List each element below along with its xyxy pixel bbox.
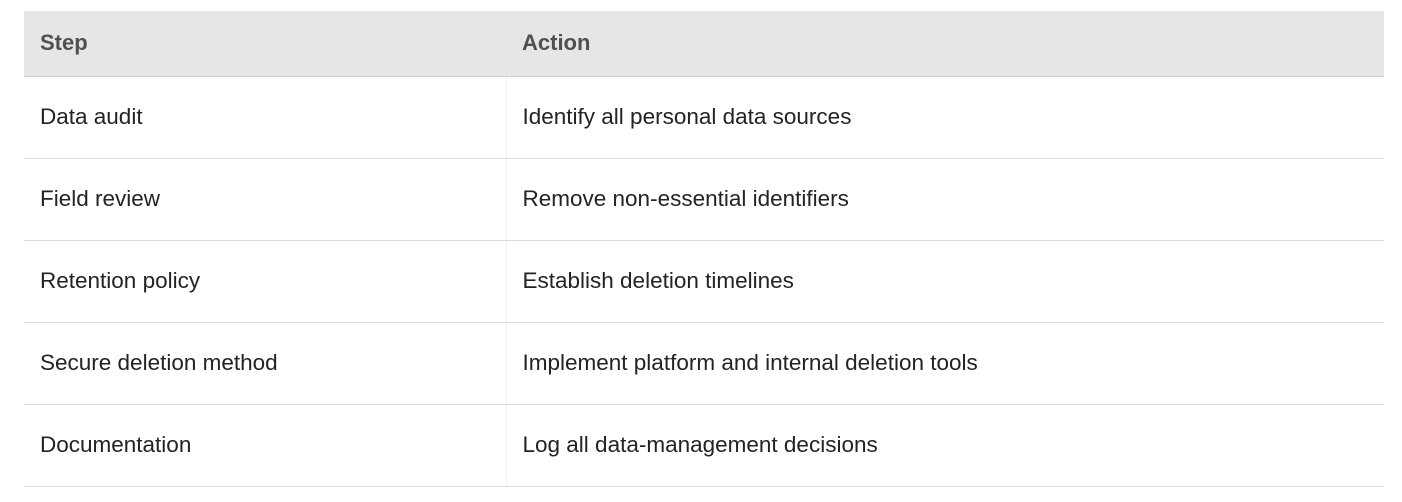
column-header-action: Action: [506, 11, 1384, 77]
action-cell: Remove non-essential identifiers: [506, 158, 1384, 241]
step-cell: Data audit: [24, 76, 507, 159]
table-header: Step Action: [24, 11, 1384, 77]
action-cell: Establish deletion timelines: [506, 240, 1384, 323]
table-row: Secure deletion method Implement platfor…: [24, 322, 1384, 405]
step-cell: Documentation: [24, 404, 507, 487]
data-management-table: Step Action Data audit Identify all pers…: [24, 11, 1384, 487]
action-cell: Log all data-management decisions: [506, 404, 1384, 487]
table-row: Data audit Identify all personal data so…: [24, 76, 1384, 159]
step-cell: Secure deletion method: [24, 322, 507, 405]
table-row: Documentation Log all data-management de…: [24, 404, 1384, 487]
table-row: Retention policy Establish deletion time…: [24, 240, 1384, 323]
action-cell: Implement platform and internal deletion…: [506, 322, 1384, 405]
header-row: Step Action: [24, 11, 1384, 77]
table-row: Field review Remove non-essential identi…: [24, 158, 1384, 241]
column-header-step: Step: [24, 11, 506, 77]
action-cell: Identify all personal data sources: [506, 76, 1384, 159]
table-body: Data audit Identify all personal data so…: [24, 76, 1384, 487]
step-cell: Retention policy: [24, 240, 507, 323]
data-table-container: Step Action Data audit Identify all pers…: [24, 11, 1384, 487]
step-cell: Field review: [24, 158, 507, 241]
